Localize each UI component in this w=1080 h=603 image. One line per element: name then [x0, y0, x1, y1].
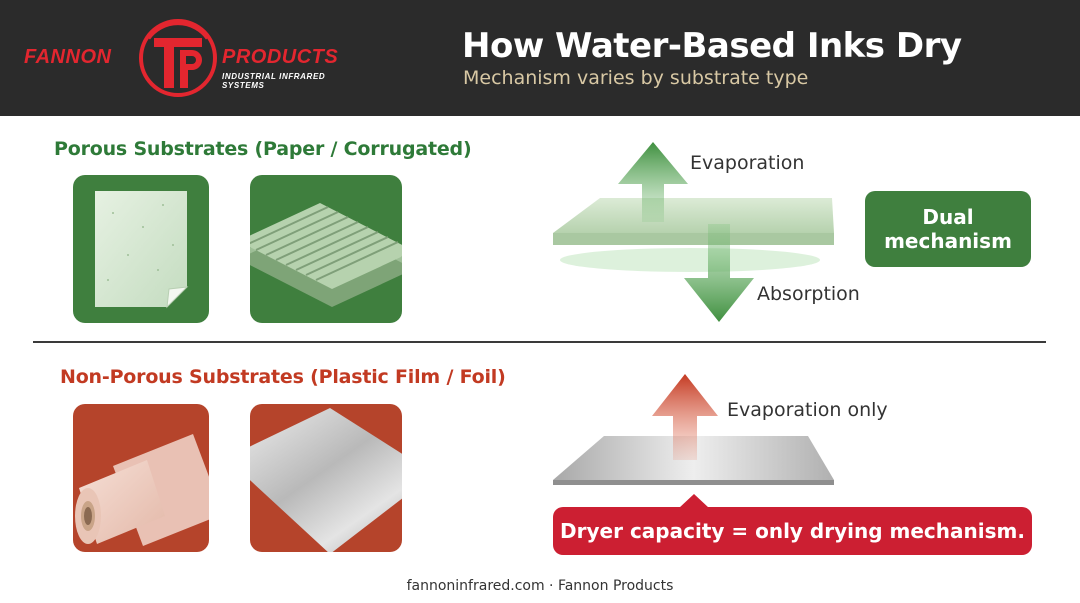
porous-heading: Porous Substrates (Paper / Corrugated) [54, 138, 472, 160]
badge-line-1: Dual [922, 205, 974, 229]
dryer-capacity-callout: Dryer capacity = only drying mechanism. [553, 494, 1032, 555]
corrugated-tile [250, 175, 402, 323]
brand-tagline: INDUSTRIAL INFRARED SYSTEMS [222, 72, 326, 90]
page-subtitle: Mechanism varies by substrate type [463, 67, 809, 89]
paper-tile [73, 175, 209, 323]
dual-mechanism-badge: Dual mechanism [865, 191, 1031, 267]
arrow-up-icon [618, 142, 688, 222]
corrugated-board-icon [250, 203, 402, 307]
evaporation-only-label: Evaporation only [727, 399, 888, 421]
foil-sheet-icon [250, 408, 402, 552]
brand-name-left: FANNON [24, 46, 112, 68]
section-divider [33, 341, 1046, 343]
callout-pointer [679, 494, 709, 508]
paper-sheet-icon [95, 191, 189, 309]
brand-logo: FANNON PRODUCTS INDUSTRIAL INFRARED SYST… [24, 18, 369, 100]
footer-credit: fannoninfrared.com · Fannon Products [406, 578, 674, 594]
arrow-up-icon [652, 374, 718, 460]
nonporous-drying-diagram [550, 368, 840, 496]
porous-drying-diagram [550, 132, 840, 328]
badge-line-2: mechanism [884, 229, 1012, 253]
callout-text: Dryer capacity = only drying mechanism. [560, 519, 1025, 543]
arrow-down-icon [684, 224, 754, 322]
plastic-film-roll-icon [75, 434, 209, 546]
header-bar: FANNON PRODUCTS INDUSTRIAL INFRARED SYST… [0, 0, 1080, 116]
plastic-film-tile [73, 404, 209, 552]
evaporation-label: Evaporation [690, 152, 805, 174]
brand-name-right: PRODUCTS [222, 46, 339, 68]
page-title: How Water-Based Inks Dry [462, 26, 962, 66]
absorption-label: Absorption [757, 283, 860, 305]
nonporous-heading: Non-Porous Substrates (Plastic Film / Fo… [60, 366, 506, 388]
foil-tile [250, 404, 402, 552]
fp-logo-icon [139, 19, 217, 97]
